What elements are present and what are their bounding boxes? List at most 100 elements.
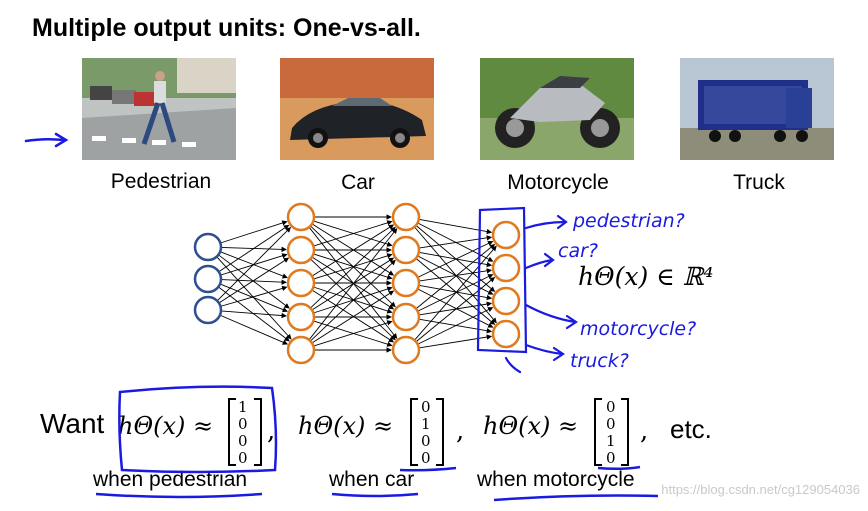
vector-entry: 1 [421,415,431,433]
vector-entry: 0 [421,432,431,450]
hidden1-node [286,235,316,265]
connection-arrow [417,288,494,328]
connection-arrow [220,220,288,244]
comma: , [456,416,465,446]
connection-arrow [311,224,395,277]
target-vector-car: 0 1 0 0 [421,399,431,467]
vector-entry: 0 [606,415,616,433]
label-pedestrian-output: pedestrian? [573,210,685,232]
connection-arrow [313,220,393,247]
vector-bracket-right [254,398,262,466]
connection-arrow [220,310,287,319]
connection-arrow [313,253,393,280]
vector-entry: 1 [238,398,248,416]
hidden2-node [391,235,421,265]
slide-title: Multiple output units: One-vs-all. [32,14,421,42]
input-node [193,232,223,262]
label-motorcycle-output: motorcycle? [580,318,697,340]
comma: , [640,416,649,446]
vector-entry: 0 [606,449,616,467]
hidden2-node [391,268,421,298]
connection-arrow [313,320,393,347]
vector-bracket-right [436,398,444,466]
vector-entry: 0 [606,398,616,416]
vector-entry: 0 [238,449,248,467]
connection-arrow [415,243,496,310]
vector-entry: 0 [421,449,431,467]
output-node [491,220,521,250]
target-vector-pedestrian: 1 0 0 0 [238,399,248,467]
connection-arrow [417,307,494,345]
truck-image [680,58,834,160]
hidden1-node [286,202,316,232]
connection-arrow [216,226,292,302]
vector-entry: 0 [421,398,431,416]
connection-arrow [311,289,395,343]
vector-bracket-left [594,398,602,466]
watermark: https://blog.csdn.net/cg129054036 [661,482,860,497]
input-arrow-icon [24,132,69,148]
hidden1-node [286,302,316,332]
connection-arrow [415,276,496,343]
input-node [193,264,223,294]
handwritten-arrow [504,356,522,374]
equation-lhs-3: hΘ(x) ≈ [483,412,579,440]
handwritten-arrow [524,303,578,330]
motorcycle-image [480,58,634,160]
car-image [280,58,434,160]
vector-entry: 0 [238,432,248,450]
handwritten-arrow [524,252,555,270]
connection-arrow [313,220,393,247]
vector-bracket-right [621,398,629,466]
input-node [193,295,223,325]
hidden2-node [391,302,421,332]
vector-entry: 0 [238,415,248,433]
hidden2-node [391,202,421,232]
hidden1-node [286,268,316,298]
handwritten-arrow [524,343,565,362]
vector-entry: 1 [606,432,616,450]
connection-arrow [310,259,396,342]
connection-arrow [417,255,494,295]
etc-label: etc. [670,414,712,444]
caption-pedestrian: Pedestrian [110,170,212,193]
connection-arrow [311,290,395,344]
connection-arrow [220,285,288,307]
connection-arrow [310,226,396,309]
equation-lhs-1: hΘ(x) ≈ [118,412,214,440]
connection-arrow [313,253,393,280]
condition-motorcycle: when motorcycle [477,468,635,491]
pedestrian-image [82,58,236,160]
connection-arrow [414,245,497,341]
vector-bracket-left [410,398,418,466]
caption-motorcycle: Motorcycle [507,171,609,194]
vector-bracket-left [228,398,236,466]
connection-arrow [313,286,393,314]
connection-arrow [308,228,398,341]
comma: , [267,416,276,446]
condition-car: when car [329,468,415,491]
connection-arrow [219,283,288,313]
label-car-output: car? [558,240,598,262]
output-range-label: hΘ(x) ∈ ℝ⁴ [578,262,714,291]
caption-car: Car [341,171,375,194]
equation-lhs-2: hΘ(x) ≈ [298,412,394,440]
connection-arrow [218,224,290,273]
handwritten-arrow [524,214,568,230]
want-label: Want [40,408,105,439]
condition-pedestrian: when pedestrian [93,468,248,491]
target-vector-motorcycle: 0 0 1 0 [606,399,616,467]
connection-arrow [313,320,393,347]
output-node [491,253,521,283]
output-node [491,319,521,349]
connection-arrow [218,257,290,304]
connection-arrow [219,314,289,345]
hidden1-node [286,335,316,365]
hidden2-node [391,335,421,365]
caption-truck: Truck [733,171,785,194]
label-truck-output: truck? [570,350,629,372]
output-layer-box [476,206,528,354]
output-node [491,286,521,316]
